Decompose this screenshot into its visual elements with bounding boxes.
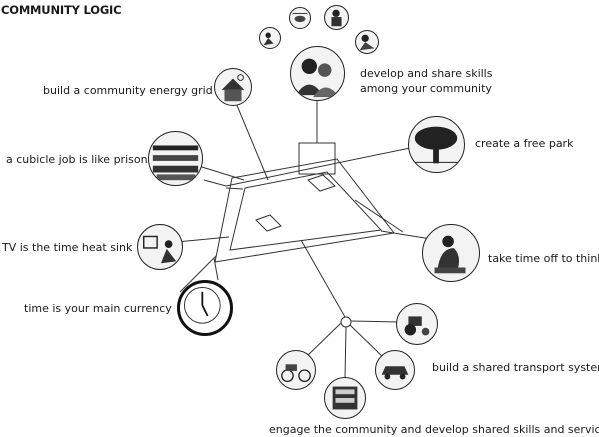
tractor-icon [404, 316, 430, 336]
thinker-statue-icon [434, 235, 466, 274]
two-people-portrait-icon [295, 58, 340, 98]
spoke-car [349, 324, 384, 358]
office-cubicles-icon [152, 145, 199, 181]
tv-label: TV is the time heat sink [2, 241, 133, 254]
skills-label: develop and share skills among your comm… [360, 67, 493, 95]
energy-image [214, 68, 252, 106]
sewing-person-icon [359, 34, 375, 51]
house-with-solar-roof-icon [221, 74, 245, 102]
clock-icon [184, 287, 221, 324]
spoke-bus [344, 326, 347, 379]
park-label: create a free park [475, 137, 574, 150]
transport-image-tractor [396, 303, 438, 345]
diagram-title: COMMUNITY LOGIC [1, 3, 122, 17]
park-image [408, 116, 465, 173]
person-working-icon [263, 32, 274, 46]
road-top [225, 147, 411, 187]
road-bottom-left [213, 257, 219, 281]
double-decker-bus-icon [332, 386, 358, 410]
television-viewer-icon [143, 235, 177, 264]
skills-image-4 [355, 30, 379, 54]
map-inner-outline [229, 171, 383, 251]
transport-image-car [375, 350, 415, 390]
skills-image-1 [259, 27, 281, 49]
helicopter-icon [292, 13, 308, 23]
cubicle-label: a cubicle job is like prison [6, 153, 148, 166]
spoke-tractor [350, 320, 399, 323]
shared-car-icon [381, 366, 409, 380]
transport-hub [340, 316, 352, 328]
line-engage [300, 239, 346, 318]
cubicle-image [148, 131, 203, 186]
line-energy [235, 102, 269, 181]
crafts-person-icon [331, 9, 342, 27]
spoke-bike [304, 322, 342, 359]
line-think [380, 230, 432, 240]
energy-label: build a community energy grid [43, 84, 213, 97]
engage-label: engage the community and develop shared … [269, 423, 599, 436]
transport-label: build a shared transport system [432, 361, 599, 374]
transport-image-bus [324, 377, 366, 419]
road-right [354, 199, 404, 233]
transport-image-bike [276, 350, 316, 390]
cargo-bicycle-icon [281, 364, 311, 383]
think-image [422, 224, 480, 282]
road-top-left [203, 179, 227, 187]
time-image [177, 280, 233, 336]
tree-icon [412, 126, 461, 164]
map-square-2 [255, 214, 282, 232]
think-label: take time off to think [488, 252, 599, 265]
map-square-1 [307, 174, 336, 192]
line-cubicle-2 [225, 187, 244, 190]
tv-image [137, 224, 183, 270]
skills-image-3 [324, 5, 349, 30]
skills-image-2 [289, 7, 311, 29]
time-label: time is your main currency [24, 302, 172, 315]
skills-main-image [290, 46, 345, 101]
